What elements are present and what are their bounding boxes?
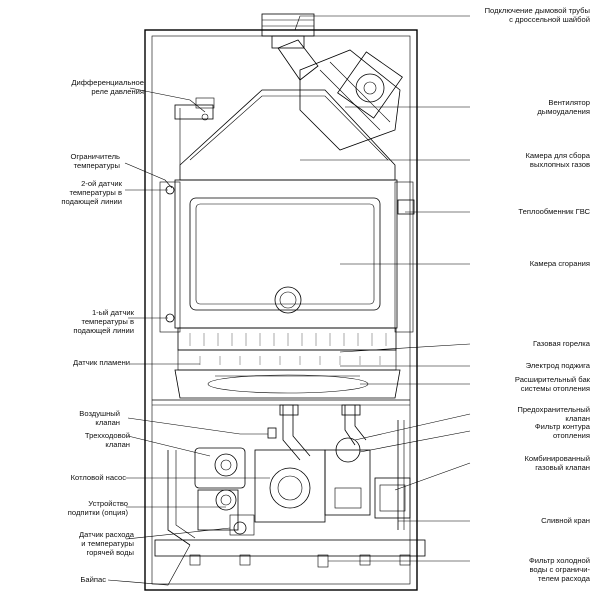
label-gas-valve: Комбинированный газовый клапан <box>524 454 590 472</box>
label-boiler-pump: Котловой насос <box>70 473 126 482</box>
label-ignition-electrode: Электрод поджига <box>525 361 590 370</box>
label-cold-water-filter: Фильтр холодной воды с ограничи- телем р… <box>528 556 590 583</box>
label-dhw-flow-sensor: Датчик расхода и температуры горячей вод… <box>79 530 134 557</box>
label-drain-valve: Сливной кран <box>541 516 590 525</box>
label-flue-chamber: Камера для сбора выхлопных газов <box>525 151 590 169</box>
hydraulic-block <box>194 427 411 536</box>
combustion-chamber-drawing <box>159 179 415 333</box>
label-dhw-exchanger: Теплообменник ГВС <box>518 207 590 216</box>
label-air-valve: Воздушный клапан <box>79 409 120 427</box>
flue-hood <box>174 89 396 181</box>
label-bypass: Байпас <box>80 575 106 584</box>
flue-pipe <box>261 13 319 81</box>
label-safety-valve: Предохранительный клапан <box>517 405 590 423</box>
burner-drawing <box>177 327 397 371</box>
label-three-way-valve: Трехходовой клапан <box>84 431 130 449</box>
label-gas-burner: Газовая горелка <box>532 339 590 348</box>
label-fill-device: Устройство подпитки (опция) <box>67 499 128 517</box>
label-heating-filter: Фильтр контура отопления <box>534 422 590 440</box>
label-flue-fan: Вентилятор дымоудаления <box>537 98 590 116</box>
label-flame-sensor: Датчик пламени <box>73 358 130 367</box>
fan-drawing <box>299 49 403 151</box>
hydraulic-pipes <box>167 404 405 546</box>
label-flow-sensor-2: 2-ой датчик температуры в подающей линии <box>61 179 122 206</box>
label-flow-sensor-1: 1-ый датчик температуры в подающей линии <box>73 308 134 335</box>
label-combustion-chamber: Камера сгорания <box>529 259 590 268</box>
label-pressure-relay: Дифференциальное реле давления <box>71 78 144 96</box>
leader-lines <box>107 15 471 586</box>
label-temp-limiter: Ограничитель температуры <box>70 152 120 170</box>
connection-plate <box>154 539 426 568</box>
label-expansion-tank: Расширительный бак системы отопления <box>514 375 590 393</box>
label-flue-connection: Подключение дымовой трубы с дроссельной … <box>484 6 590 24</box>
